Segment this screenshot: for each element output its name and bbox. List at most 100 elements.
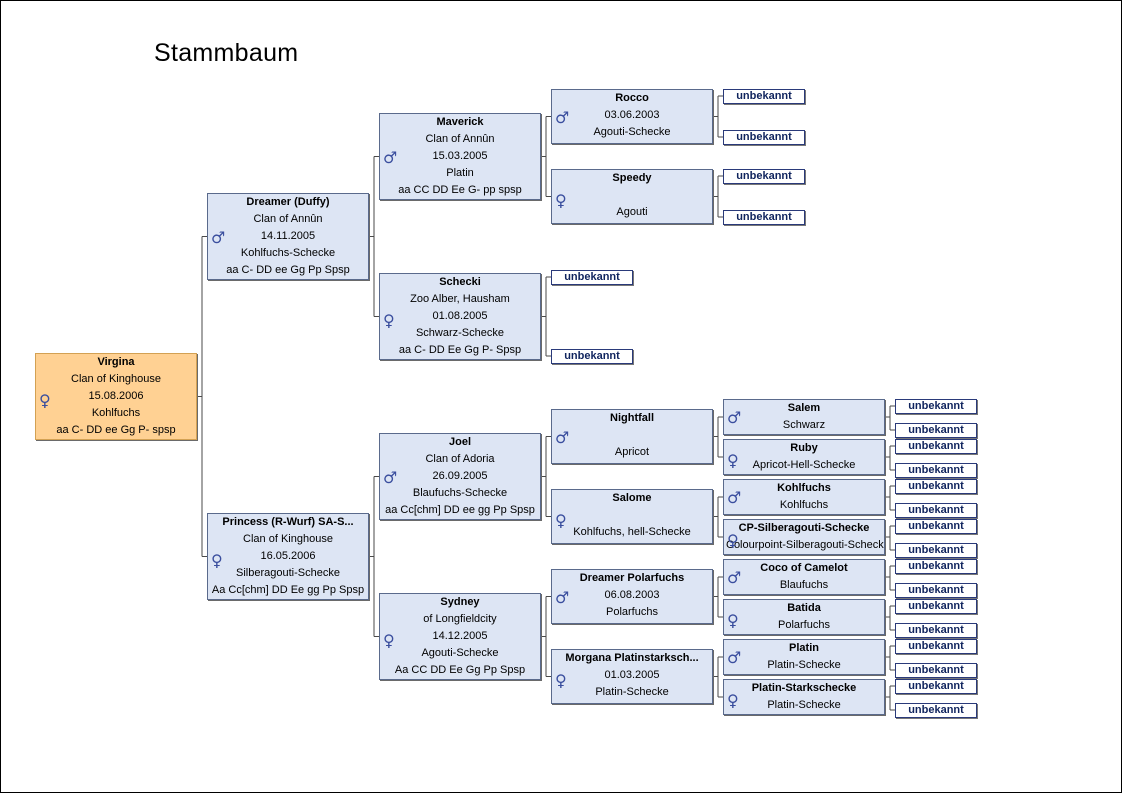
person-detail: 01.08.2005 (432, 310, 488, 322)
unknown-parent-box[interactable]: unbekannt (551, 270, 633, 285)
unknown-parent-box[interactable]: unbekannt (895, 559, 977, 574)
male-symbol-icon: ♂ (727, 408, 742, 427)
person-detail: Polarfuchs (606, 606, 658, 618)
unknown-parent-box[interactable]: unbekannt (895, 519, 977, 534)
person-detail: Clan of Adoria (425, 453, 495, 465)
person-detail: Clan of Kinghouse (71, 373, 161, 385)
unknown-parent-box[interactable]: unbekannt (723, 130, 805, 145)
unknown-parent-box[interactable]: unbekannt (895, 503, 977, 518)
female-symbol-icon: ♀ (211, 551, 223, 570)
person-name: Salome (612, 492, 652, 504)
person-name: Rocco (615, 92, 649, 104)
unknown-parent-box[interactable]: unbekannt (895, 583, 977, 598)
person-detail: Agouti (616, 206, 648, 218)
person-detail: Apricot (614, 446, 650, 458)
person-name: Salem (787, 402, 821, 414)
female-symbol-icon: ♀ (383, 631, 395, 650)
person-name: Kohlfuchs (777, 482, 831, 494)
person-detail: Clan of Annûn (253, 213, 323, 225)
unknown-parent-box[interactable]: unbekannt (723, 169, 805, 184)
female-symbol-icon: ♀ (727, 451, 739, 470)
unknown-parent-box[interactable]: unbekannt (551, 349, 633, 364)
page-title: Stammbaum (154, 39, 299, 67)
person-name: Schecki (439, 276, 481, 288)
unknown-parent-box[interactable]: unbekannt (895, 439, 977, 454)
unknown-parent-box[interactable]: unbekannt (895, 639, 977, 654)
person-detail: 15.08.2006 (88, 390, 144, 402)
person-detail: 03.06.2003 (604, 109, 660, 121)
person-detail: Agouti-Schecke (593, 126, 671, 138)
person-name: Ruby (790, 442, 818, 454)
male-symbol-icon: ♂ (383, 468, 398, 487)
unknown-parent-box[interactable]: unbekannt (895, 623, 977, 638)
unknown-parent-box[interactable]: unbekannt (895, 663, 977, 678)
person-detail: Platin (446, 167, 474, 179)
person-detail (552, 427, 712, 444)
person-detail: Zoo Alber, Hausham (410, 293, 510, 305)
person-card-princess[interactable]: Princess (R-Wurf) SA-S...Clan of Kinghou… (207, 513, 369, 600)
unknown-parent-box[interactable]: unbekannt (895, 703, 977, 718)
male-symbol-icon: ♂ (211, 228, 226, 247)
person-detail (552, 187, 712, 204)
person-detail: Agouti-Schecke (421, 647, 499, 659)
male-symbol-icon: ♂ (555, 108, 570, 127)
person-detail (552, 507, 712, 524)
unknown-parent-box[interactable]: unbekannt (895, 399, 977, 414)
unknown-parent-box[interactable]: unbekannt (723, 89, 805, 104)
person-detail: aa C- DD ee Gg Pp Spsp (226, 264, 350, 276)
male-symbol-icon: ♂ (555, 428, 570, 447)
person-detail: of Longfieldcity (423, 613, 497, 625)
person-detail: Kohlfuchs (779, 499, 829, 511)
female-symbol-icon: ♀ (727, 611, 739, 630)
person-detail: 26.09.2005 (432, 470, 488, 482)
male-symbol-icon: ♂ (727, 488, 742, 507)
person-detail: Kohlfuchs, hell-Schecke (573, 526, 691, 538)
person-detail: 15.03.2005 (432, 150, 488, 162)
unknown-parent-box[interactable]: unbekannt (895, 423, 977, 438)
unknown-parent-box[interactable]: unbekannt (895, 543, 977, 558)
female-symbol-icon: ♀ (555, 191, 567, 210)
unknown-parent-box[interactable]: unbekannt (895, 679, 977, 694)
unknown-parent-box[interactable]: unbekannt (895, 599, 977, 614)
person-detail: Platin-Schecke (595, 686, 669, 698)
person-name: Dreamer Polarfuchs (579, 572, 685, 584)
male-symbol-icon: ♂ (555, 588, 570, 607)
female-symbol-icon: ♀ (555, 511, 567, 530)
female-symbol-icon: ♀ (39, 391, 51, 410)
male-symbol-icon: ♂ (383, 148, 398, 167)
unknown-parent-box[interactable]: unbekannt (895, 463, 977, 478)
person-detail: 14.12.2005 (432, 630, 488, 642)
female-symbol-icon: ♀ (727, 691, 739, 710)
person-detail: Kohlfuchs-Schecke (240, 247, 336, 259)
person-name: CP-Silberagouti-Schecke (738, 522, 870, 534)
person-name: Dreamer (Duffy) (246, 196, 330, 208)
person-detail: Clan of Kinghouse (243, 533, 333, 545)
unknown-parent-box[interactable]: unbekannt (895, 479, 977, 494)
person-detail: Apricot-Hell-Schecke (752, 459, 856, 471)
person-detail: Blaufuchs-Schecke (412, 487, 508, 499)
unknown-parent-box[interactable]: unbekannt (723, 210, 805, 225)
person-detail: Schwarz-Schecke (415, 327, 505, 339)
